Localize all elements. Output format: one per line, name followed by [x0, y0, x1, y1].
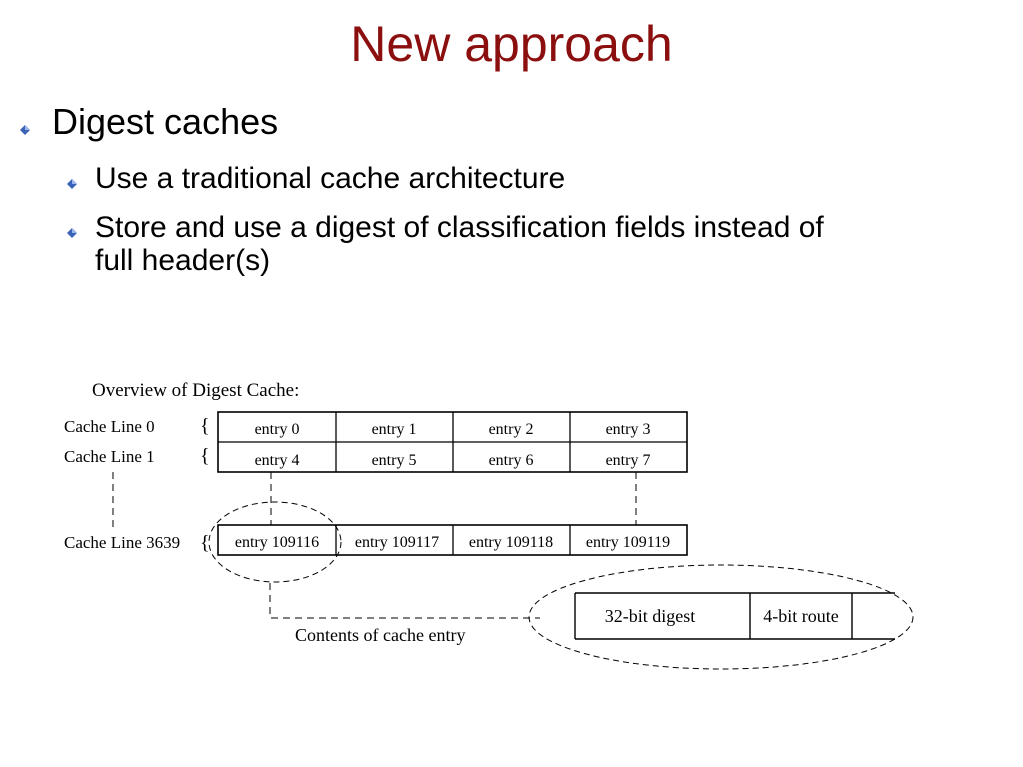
diagram-heading: Overview of Digest Cache: [92, 380, 299, 401]
cache-line-3639-label: Cache Line 3639 [64, 533, 180, 552]
cache-line-0-label: Cache Line 0 [64, 417, 155, 436]
bullet-digest-caches: Digest caches [52, 101, 279, 142]
entry-highlight-ellipse [208, 501, 342, 583]
entry-cell: entry 109119 [586, 534, 670, 551]
entry-cell: entry 1 [372, 421, 417, 438]
slide-title: New approach [350, 16, 673, 72]
entry-cell: entry 6 [489, 452, 534, 469]
entry-cell: entry 0 [255, 421, 300, 438]
digest-field: 32-bit digest [605, 606, 696, 626]
route-field: 4-bit route [763, 606, 838, 626]
entry-contents-ellipse [528, 564, 914, 670]
brace-line-0: { [200, 415, 210, 437]
entry-contents-box [574, 592, 895, 640]
entry-cell: entry 109117 [355, 534, 439, 551]
entry-cell: entry 7 [606, 452, 651, 469]
entry-cell: entry 109116 [235, 534, 319, 551]
brace-line-3639: { [200, 532, 210, 554]
bullet-icon [67, 179, 77, 189]
bullet-store-digest-line1: Store and use a digest of classification… [95, 211, 824, 244]
entry-cell: entry 109118 [469, 534, 553, 551]
cache-line-1-label: Cache Line 1 [64, 447, 155, 466]
bullet-icon [20, 125, 30, 135]
bullet-icon [67, 228, 77, 238]
entry-cell: entry 4 [255, 452, 300, 469]
bullet-traditional-cache: Use a traditional cache architecture [95, 162, 566, 195]
entry-cell: entry 2 [489, 421, 534, 438]
entry-cell: entry 5 [372, 452, 417, 469]
brace-line-1: { [200, 445, 210, 467]
contents-of-cache-entry-label: Contents of cache entry [295, 625, 465, 645]
bullet-store-digest-line2: full header(s) [95, 244, 271, 277]
entry-cell: entry 3 [606, 421, 651, 438]
dashed-connectors [112, 472, 637, 619]
